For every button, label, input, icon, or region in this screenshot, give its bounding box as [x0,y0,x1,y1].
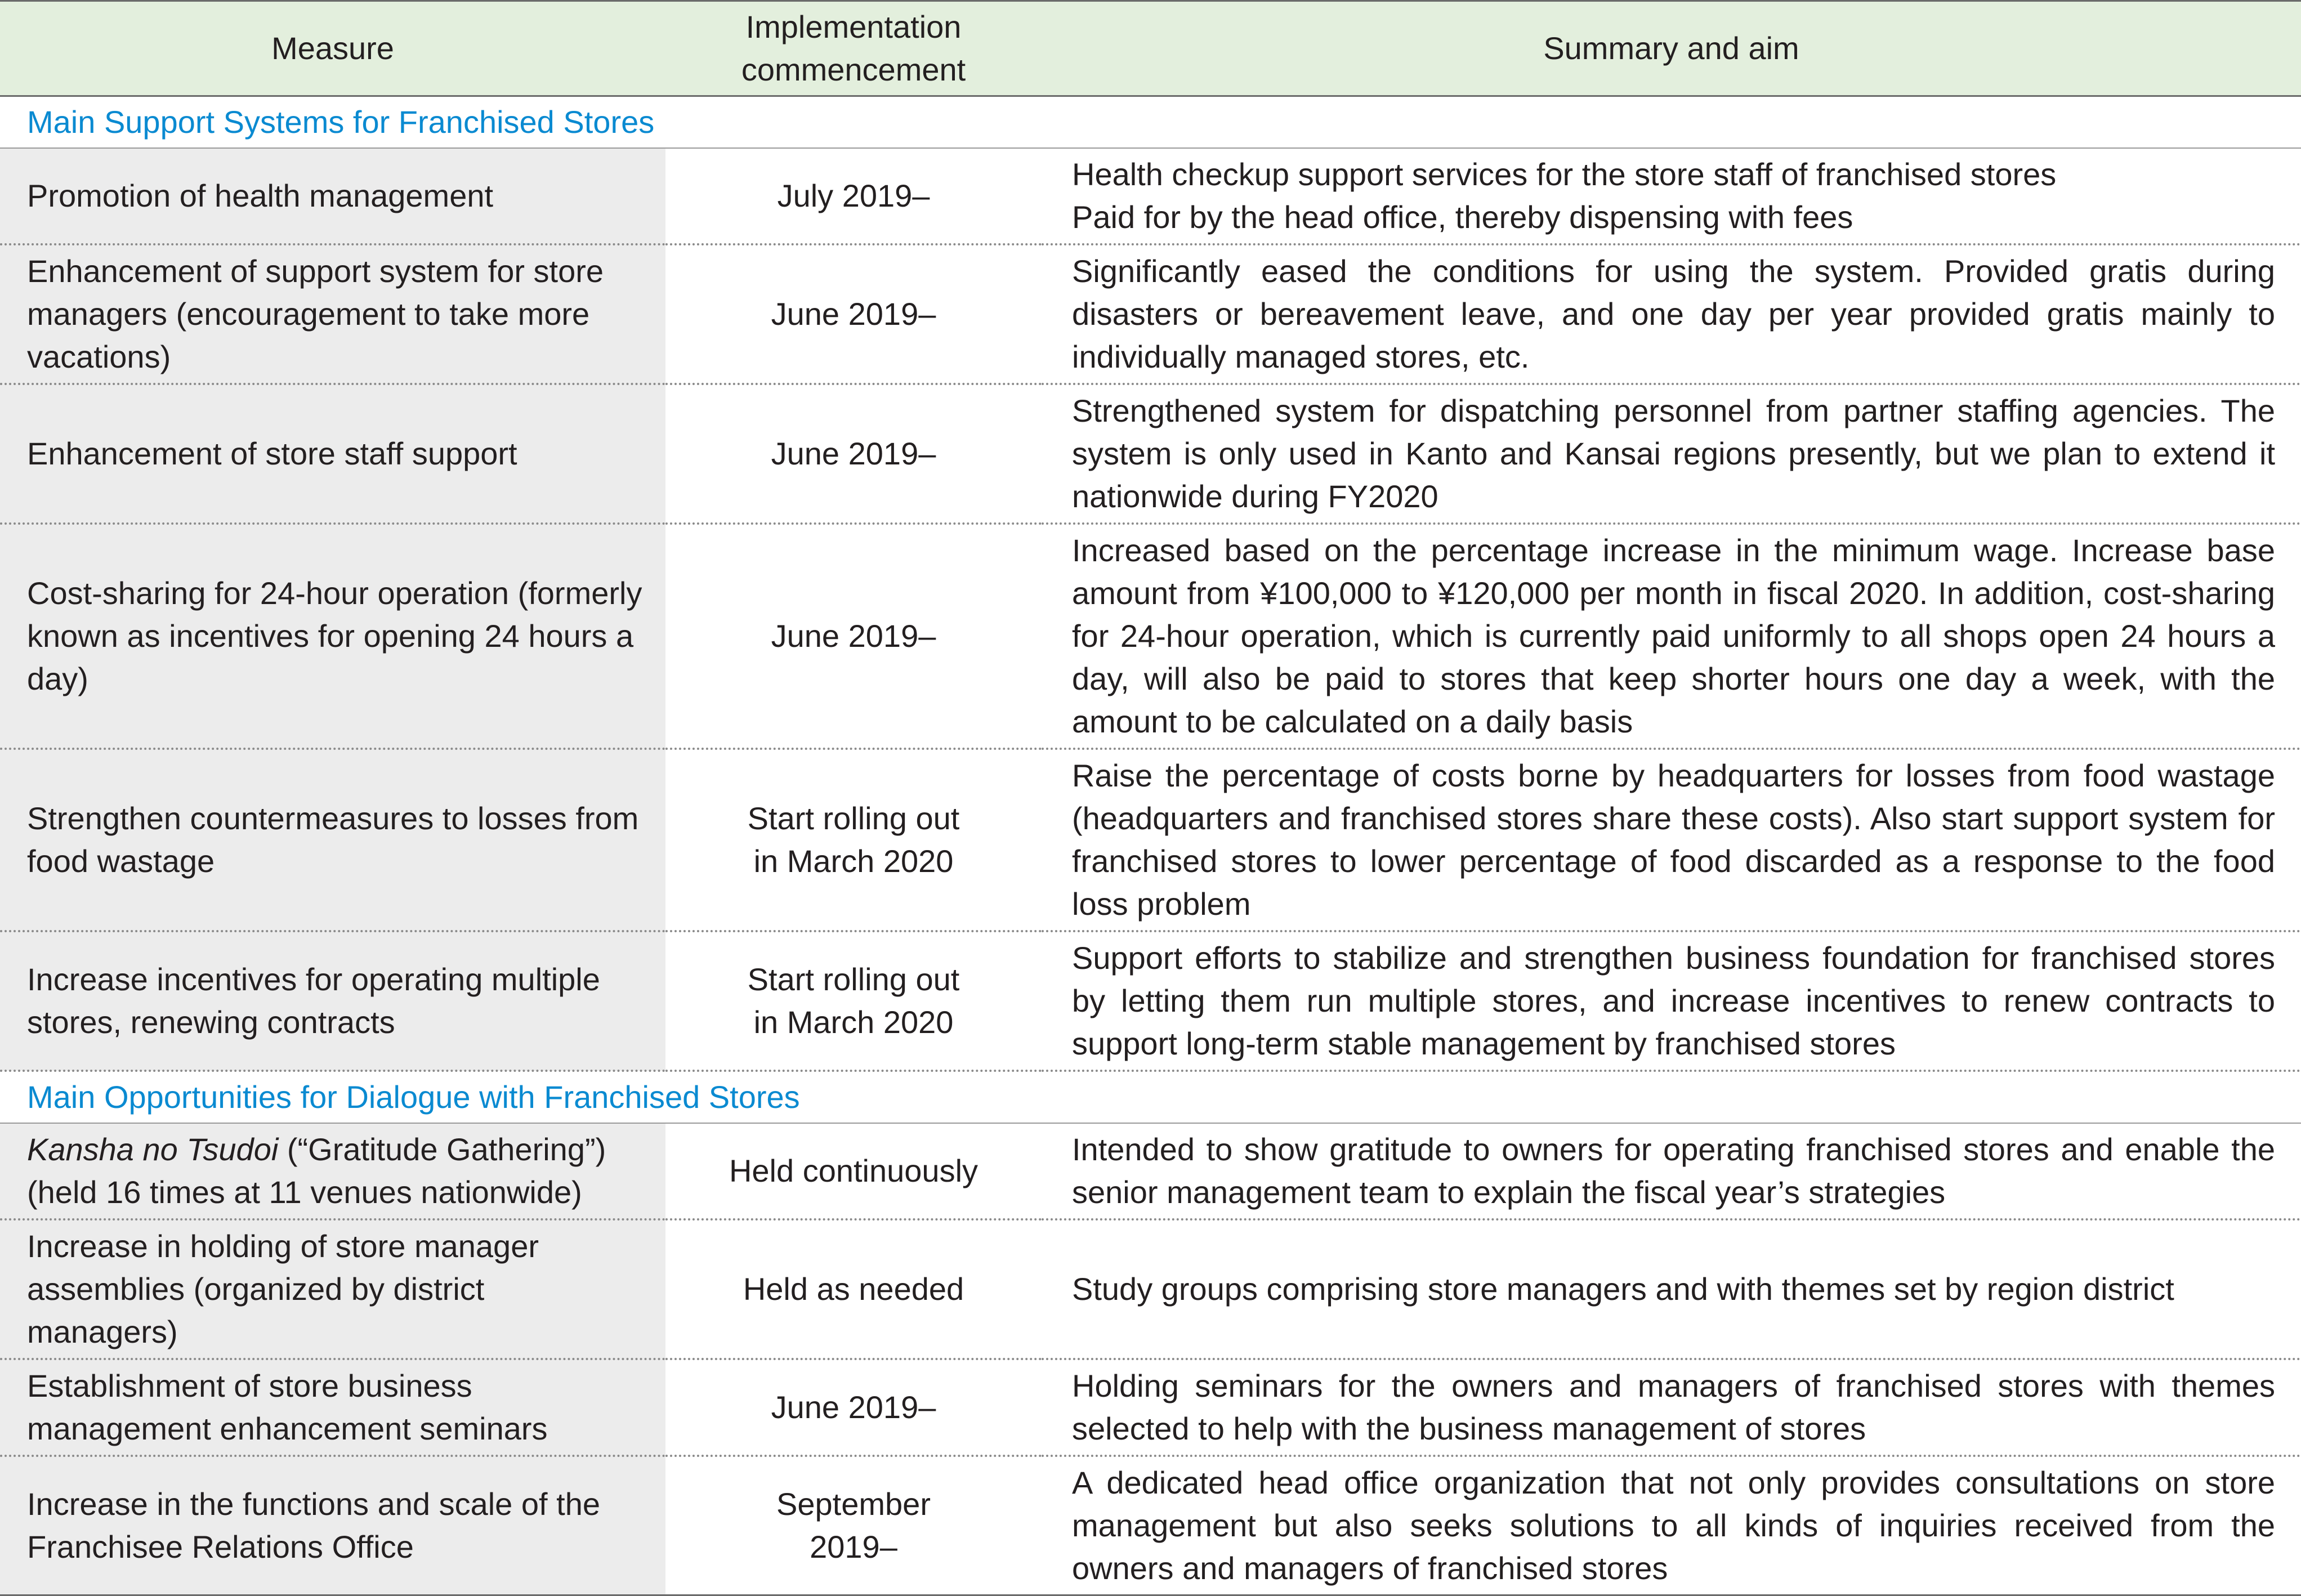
table-row: Kansha no Tsudoi (“Gratitude Gathering”)… [0,1123,2301,1221]
section-title-dialogue: Main Opportunities for Dialogue with Fra… [0,1071,2301,1124]
row-summary-line1: Health checkup support services for the … [1072,157,2057,192]
row-summary: Study groups comprising store managers a… [1042,1219,2301,1360]
row-date: June 2019– [665,384,1042,525]
table-row: Establishment of store business manageme… [0,1359,2301,1457]
row-summary-line2: Paid for by the head office, thereby dis… [1072,199,1853,235]
header-implementation-line1: Implementation [745,9,962,44]
row-summary: A dedicated head office organization tha… [1042,1456,2301,1596]
row-summary: Significantly eased the conditions for u… [1042,244,2301,385]
row-date: June 2019– [665,524,1042,750]
row-measure: Increase in the functions and scale of t… [0,1456,665,1596]
row-measure-rest: (“Gratitude Gathering”) (held 16 times a… [27,1132,606,1210]
row-date-line2: in March 2020 [753,1004,954,1040]
row-date-line2: 2019– [810,1529,897,1564]
row-date-line2: in March 2020 [753,843,954,879]
header-implementation-line2: commencement [741,52,966,87]
row-date-line1: September [776,1486,931,1522]
table-header: Measure Implementation commencement Summ… [0,0,2301,97]
table-row: Increase in the functions and scale of t… [0,1456,2301,1596]
row-measure: Increase incentives for operating multip… [0,931,665,1072]
row-measure: Establishment of store business manageme… [0,1359,665,1457]
row-measure: Enhancement of support system for store … [0,244,665,385]
row-summary: Health checkup support services for the … [1042,148,2301,245]
row-measure: Increase in holding of store manager ass… [0,1219,665,1360]
section-header-dialogue: Main Opportunities for Dialogue with Fra… [0,1071,2301,1124]
row-measure: Cost-sharing for 24-hour operation (form… [0,524,665,750]
section-header-support: Main Support Systems for Franchised Stor… [0,96,2301,149]
table-body: Main Support Systems for Franchised Stor… [0,96,2301,1596]
row-date: September 2019– [665,1456,1042,1596]
row-date: June 2019– [665,1359,1042,1457]
row-date: Start rolling out in March 2020 [665,931,1042,1072]
header-implementation: Implementation commencement [665,0,1042,97]
row-date-line1: Start rolling out [747,962,960,997]
header-summary: Summary and aim [1042,0,2301,97]
header-row: Measure Implementation commencement Summ… [0,0,2301,97]
row-measure: Promotion of health management [0,148,665,245]
row-date-line1: Start rolling out [747,801,960,836]
row-measure: Strengthen countermeasures to losses fro… [0,749,665,932]
row-date: Start rolling out in March 2020 [665,749,1042,932]
header-measure: Measure [0,0,665,97]
table-row: Enhancement of support system for store … [0,244,2301,385]
row-date: Held continuously [665,1123,1042,1221]
row-summary: Holding seminars for the owners and mana… [1042,1359,2301,1457]
row-date: June 2019– [665,244,1042,385]
table-row: Cost-sharing for 24-hour operation (form… [0,524,2301,750]
row-summary: Strengthened system for dispatching pers… [1042,384,2301,525]
row-summary: Intended to show gratitude to owners for… [1042,1123,2301,1221]
table-row: Promotion of health management July 2019… [0,148,2301,245]
row-date: Held as needed [665,1219,1042,1360]
table-row: Enhancement of store staff support June … [0,384,2301,525]
row-summary: Increased based on the percentage increa… [1042,524,2301,750]
table-row: Strengthen countermeasures to losses fro… [0,749,2301,932]
row-summary: Raise the percentage of costs borne by h… [1042,749,2301,932]
row-measure-italic: Kansha no Tsudoi [27,1132,279,1167]
table-row: Increase in holding of store manager ass… [0,1219,2301,1360]
row-measure: Kansha no Tsudoi (“Gratitude Gathering”)… [0,1123,665,1221]
row-summary: Support efforts to stabilize and strengt… [1042,931,2301,1072]
row-measure: Enhancement of store staff support [0,384,665,525]
section-title-support: Main Support Systems for Franchised Stor… [0,96,2301,149]
row-date: July 2019– [665,148,1042,245]
table-row: Increase incentives for operating multip… [0,931,2301,1072]
